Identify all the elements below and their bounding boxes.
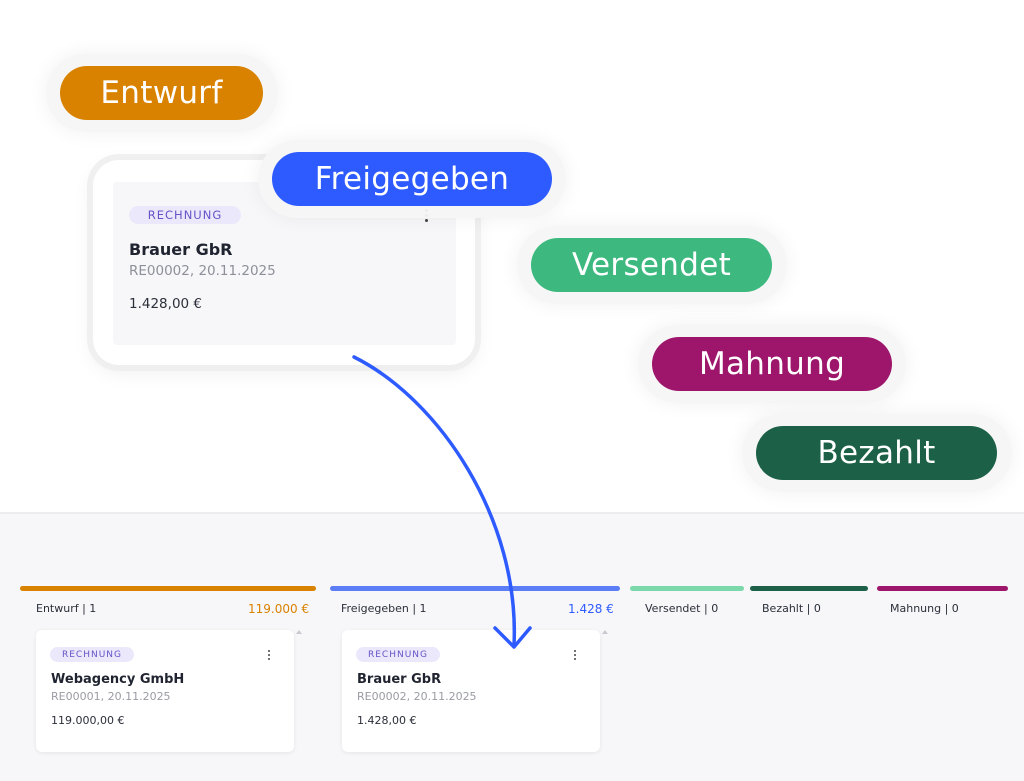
more-options-icon[interactable]	[267, 650, 271, 660]
column-label-versendet: Versendet | 0	[645, 602, 719, 615]
invoice-amount: 119.000,00 €	[51, 714, 125, 727]
client-name: Brauer GbR	[129, 240, 233, 259]
status-pill-freigegeben[interactable]: Freigegeben	[272, 152, 552, 206]
invoice-meta: RE00002, 20.11.2025	[129, 263, 276, 279]
column-label-bezahlt: Bezahlt | 0	[762, 602, 821, 615]
invoice-meta: RE00002, 20.11.2025	[357, 690, 477, 703]
invoice-card[interactable]: RECHNUNG Brauer GbR RE00002, 20.11.2025 …	[342, 630, 600, 752]
invoice-type-badge: RECHNUNG	[50, 647, 134, 662]
column-bar-freigegeben	[330, 586, 620, 591]
invoice-amount: 1.428,00 €	[129, 296, 202, 312]
column-bar-versendet	[630, 586, 744, 591]
more-options-icon[interactable]	[573, 650, 577, 660]
status-pill-versendet[interactable]: Versendet	[531, 238, 772, 292]
invoice-amount: 1.428,00 €	[357, 714, 417, 727]
column-label-mahnung: Mahnung | 0	[890, 602, 959, 615]
column-label-freigegeben: Freigegeben | 1	[341, 602, 427, 615]
client-name: Webagency GmbH	[51, 672, 185, 687]
invoice-meta: RE00001, 20.11.2025	[51, 690, 171, 703]
column-label-entwurf: Entwurf | 1	[36, 602, 97, 615]
status-pill-bezahlt[interactable]: Bezahlt	[756, 426, 997, 480]
column-bar-mahnung	[877, 586, 1008, 591]
status-pill-entwurf[interactable]: Entwurf	[60, 66, 263, 120]
scroll-up-icon[interactable]	[602, 630, 608, 634]
invoice-card[interactable]: RECHNUNG Webagency GmbH RE00001, 20.11.2…	[36, 630, 294, 752]
client-name: Brauer GbR	[357, 672, 442, 687]
status-pill-mahnung[interactable]: Mahnung	[652, 337, 892, 391]
invoice-type-badge: RECHNUNG	[129, 206, 241, 224]
invoice-type-badge: RECHNUNG	[356, 647, 440, 662]
column-bar-bezahlt	[750, 586, 868, 591]
hero-invoice-card[interactable]: RECHNUNG Brauer GbR RE00002, 20.11.2025 …	[113, 182, 456, 345]
scroll-up-icon[interactable]	[296, 630, 302, 634]
column-total-entwurf: 119.000 €	[248, 602, 310, 616]
column-total-freigegeben: 1.428 €	[568, 602, 614, 616]
column-bar-entwurf	[20, 586, 316, 591]
kanban-board: Entwurf | 1 119.000 € Freigegeben | 1 1.…	[0, 512, 1024, 781]
